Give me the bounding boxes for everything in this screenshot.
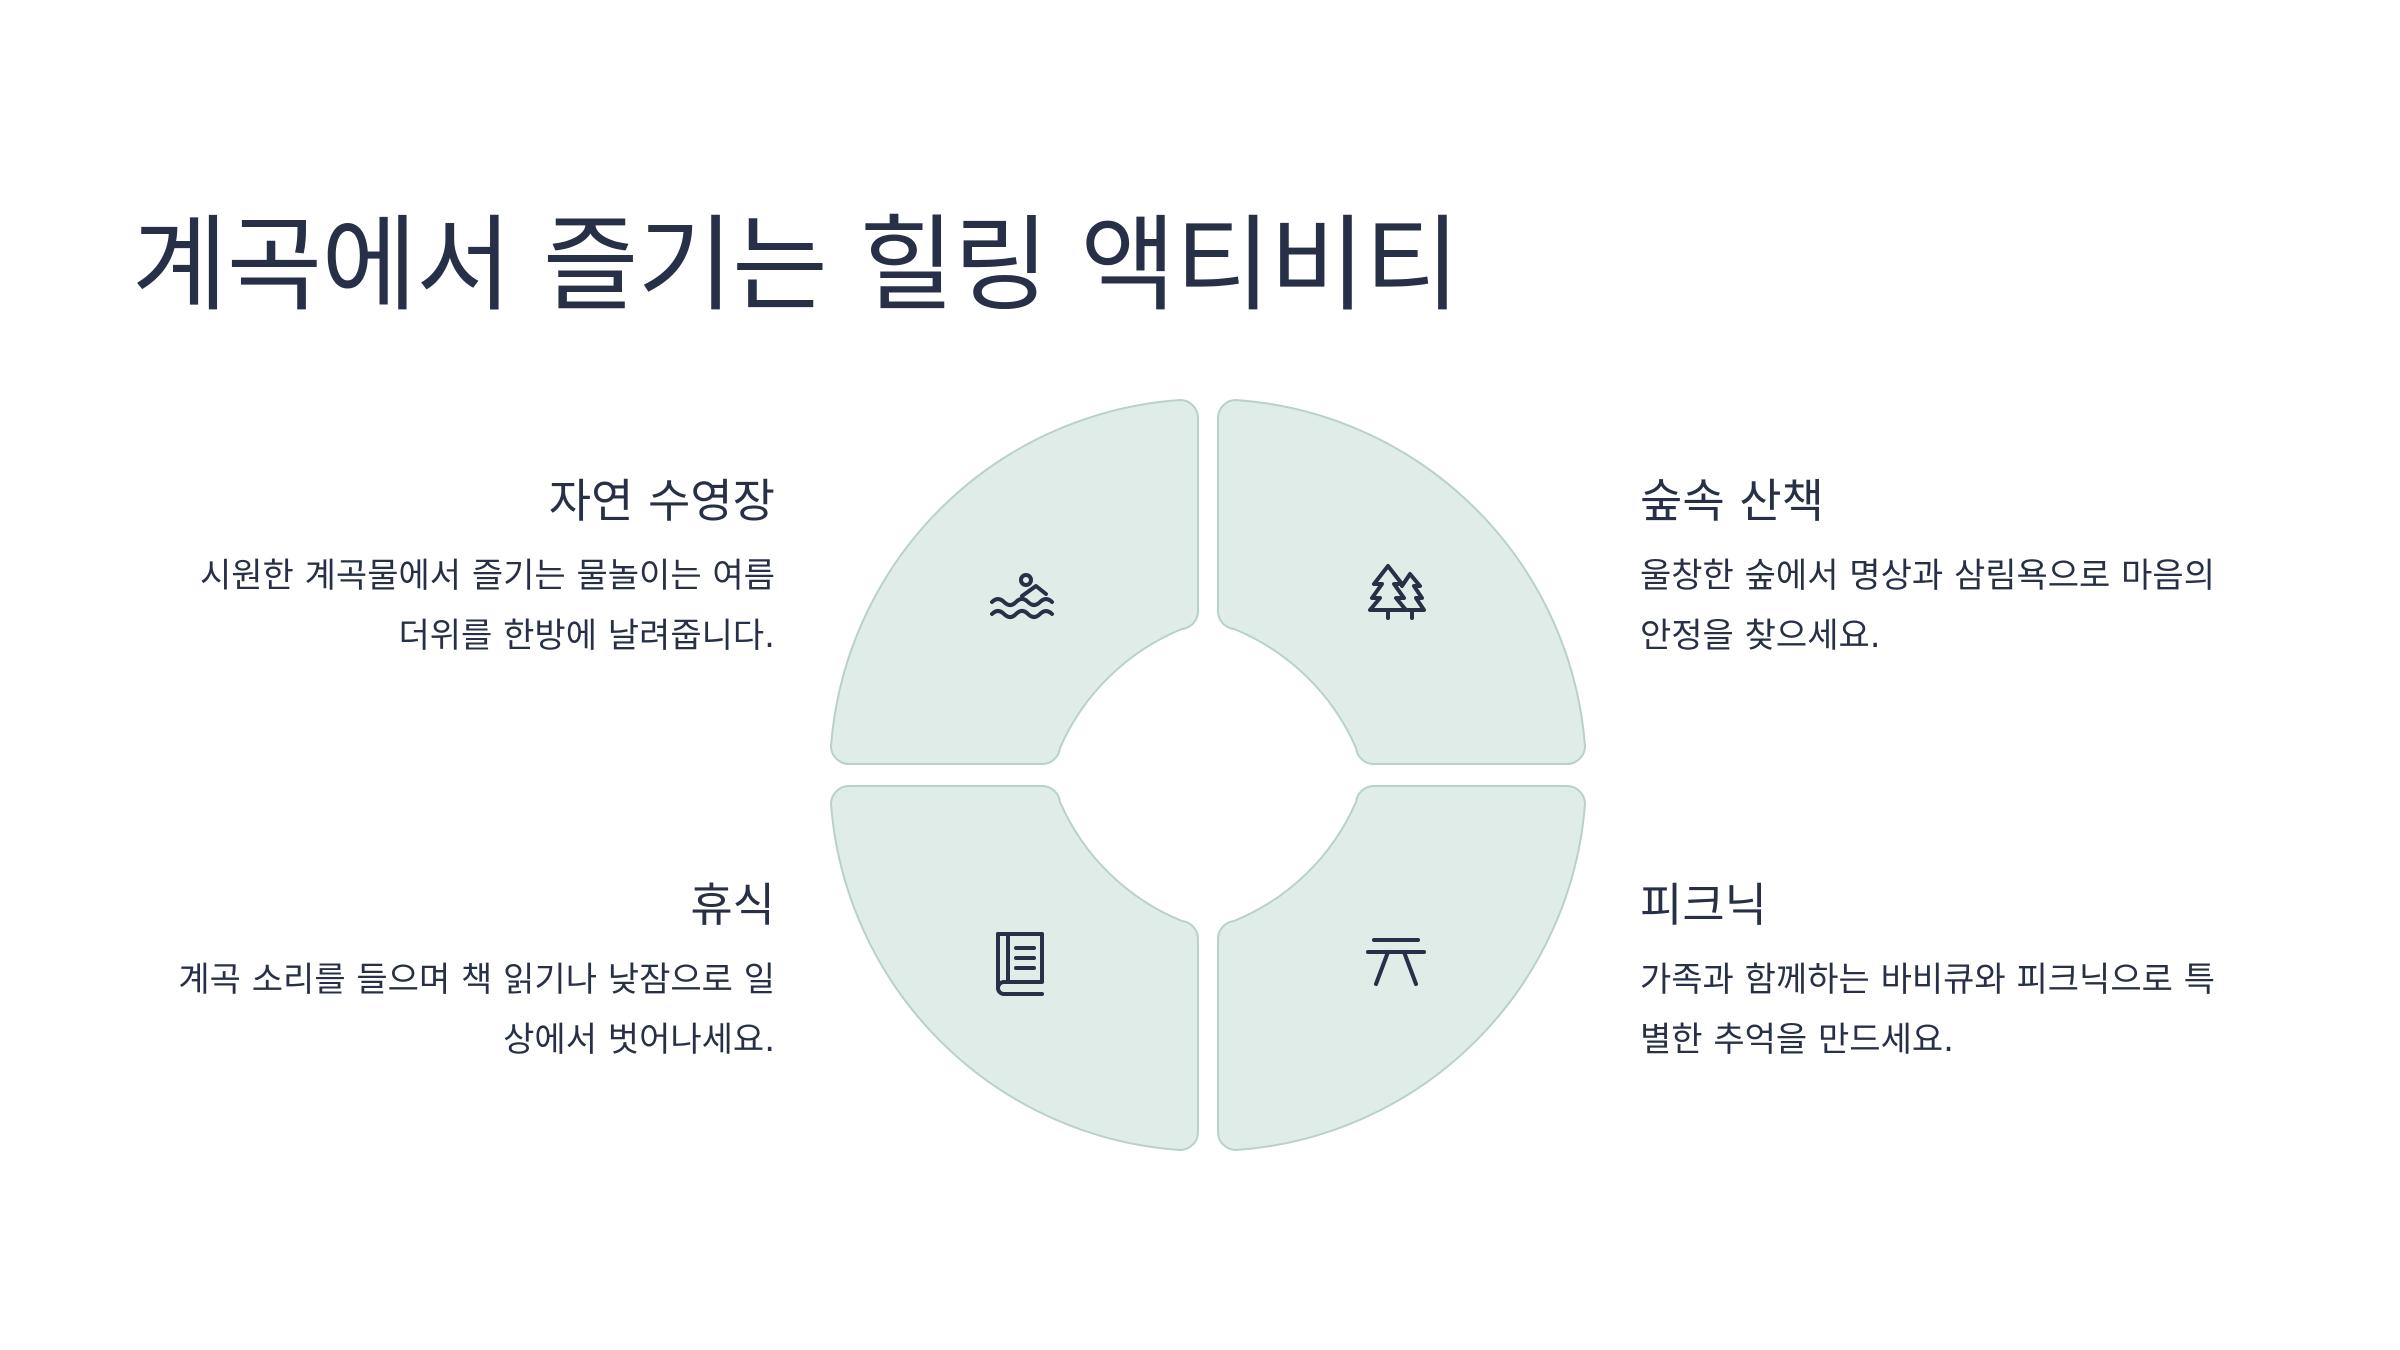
activity-title: 휴식 xyxy=(690,878,775,932)
desc-line: 가족과 함께하는 바비큐와 피크닉으로 특 xyxy=(1640,960,2215,1000)
book-icon xyxy=(996,932,1044,996)
activity-title: 피크닉 xyxy=(1640,878,1767,932)
picnic-table-icon xyxy=(1366,938,1426,986)
petal-bottom-right xyxy=(1216,784,1587,1152)
desc-line: 안정을 찾으세요. xyxy=(1640,616,1881,656)
petal-top-left xyxy=(829,398,1200,766)
desc-line: 별한 추억을 만드세요. xyxy=(1640,1020,1954,1060)
activity-title: 자연 수영장 xyxy=(548,474,775,528)
activity-title: 숲속 산책 xyxy=(1640,474,1824,528)
swimmer-icon xyxy=(990,573,1054,619)
desc-line: 더위를 한방에 날려줍니다. xyxy=(398,616,775,656)
trees-icon xyxy=(1368,564,1426,620)
desc-line: 울창한 숲에서 명상과 삼림욕으로 마음의 xyxy=(1640,556,2215,596)
page-title: 계곡에서 즐기는 힐링 액티비티 xyxy=(132,204,1460,326)
desc-line: 계곡 소리를 들으며 책 읽기나 낮잠으로 일 xyxy=(178,960,775,1000)
desc-line: 상에서 벗어나세요. xyxy=(503,1020,775,1060)
desc-line: 시원한 계곡물에서 즐기는 물놀이는 여름 xyxy=(200,556,775,596)
